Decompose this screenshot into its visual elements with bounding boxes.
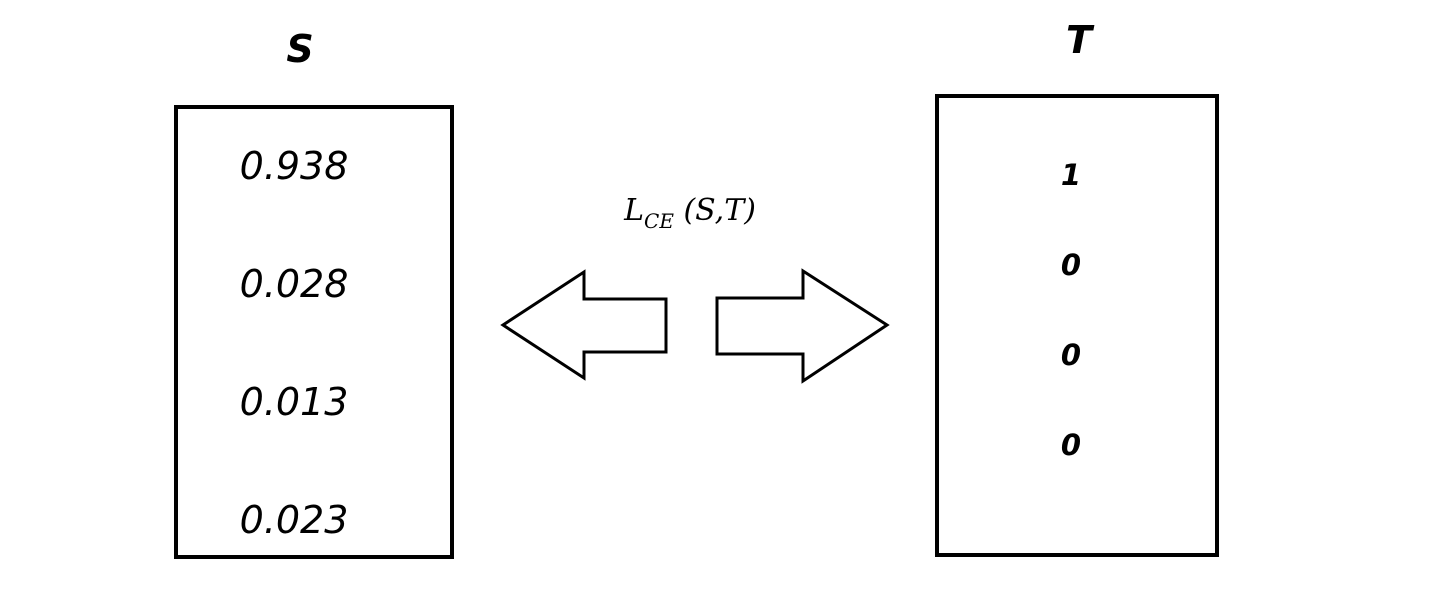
loss-symbol: L [624, 193, 645, 228]
teacher-distribution-box: 1 0 0 0 [935, 94, 1219, 557]
teacher-value-4: 0 [1060, 428, 1082, 462]
teacher-value-3: 0 [1060, 338, 1082, 372]
teacher-value-2: 0 [1060, 248, 1082, 282]
student-value-2: 0.028 [239, 262, 349, 306]
student-value-1: 0.938 [239, 144, 349, 188]
teacher-title: T [1066, 18, 1092, 62]
right-arrow-icon [715, 268, 890, 384]
student-value-4: 0.023 [239, 498, 349, 542]
teacher-value-1: 1 [1060, 158, 1082, 192]
student-title: S [286, 27, 314, 71]
cross-entropy-loss-label: LCE (S,T) [600, 193, 780, 232]
loss-arguments: (S,T) [683, 193, 756, 228]
left-arrow-icon [500, 269, 668, 381]
student-distribution-box: 0.938 0.028 0.013 0.023 [174, 105, 454, 559]
student-value-3: 0.013 [239, 380, 349, 424]
loss-subscript: CE [644, 209, 674, 233]
